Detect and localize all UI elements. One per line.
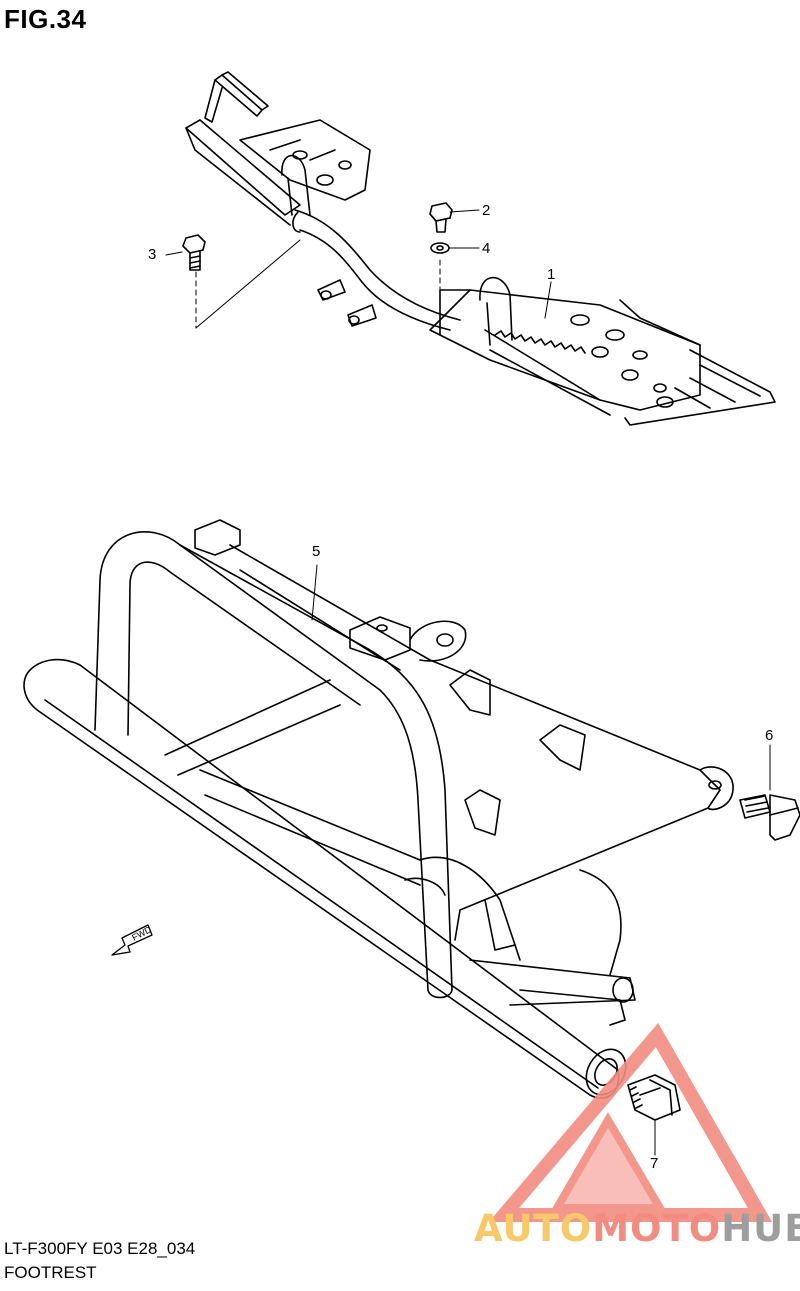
callout-5: 5 [312, 543, 321, 560]
washer-4 [430, 242, 480, 254]
watermark-moto: MOTO [592, 1207, 722, 1250]
diagram-name: FOOTREST [4, 1263, 97, 1282]
watermark-triangle-icon [488, 1022, 773, 1222]
callout-2: 2 [482, 202, 491, 219]
fwd-arrow-icon [111, 924, 153, 956]
bolt-2 [429, 202, 480, 233]
watermark-auto: AUTO [474, 1207, 593, 1250]
figure-title: FIG.34 [4, 4, 87, 34]
callout-6: 6 [765, 727, 774, 744]
bolt-6 [739, 744, 800, 841]
cap-7 [627, 1074, 681, 1156]
callout-7: 7 [650, 1155, 659, 1172]
watermark-hub: HUB [721, 1207, 800, 1250]
callout-1: 1 [547, 266, 556, 283]
front-guard [23, 519, 734, 1099]
callout-4: 4 [482, 240, 491, 257]
diagram-code: LT-F300FY E03 E28_034 [4, 1239, 196, 1258]
watermark-logo: AUTOMOTOHUB [474, 1207, 800, 1250]
callout-3: 3 [148, 246, 157, 263]
bolt-3 [165, 234, 301, 329]
footrest-bracket [185, 71, 776, 426]
